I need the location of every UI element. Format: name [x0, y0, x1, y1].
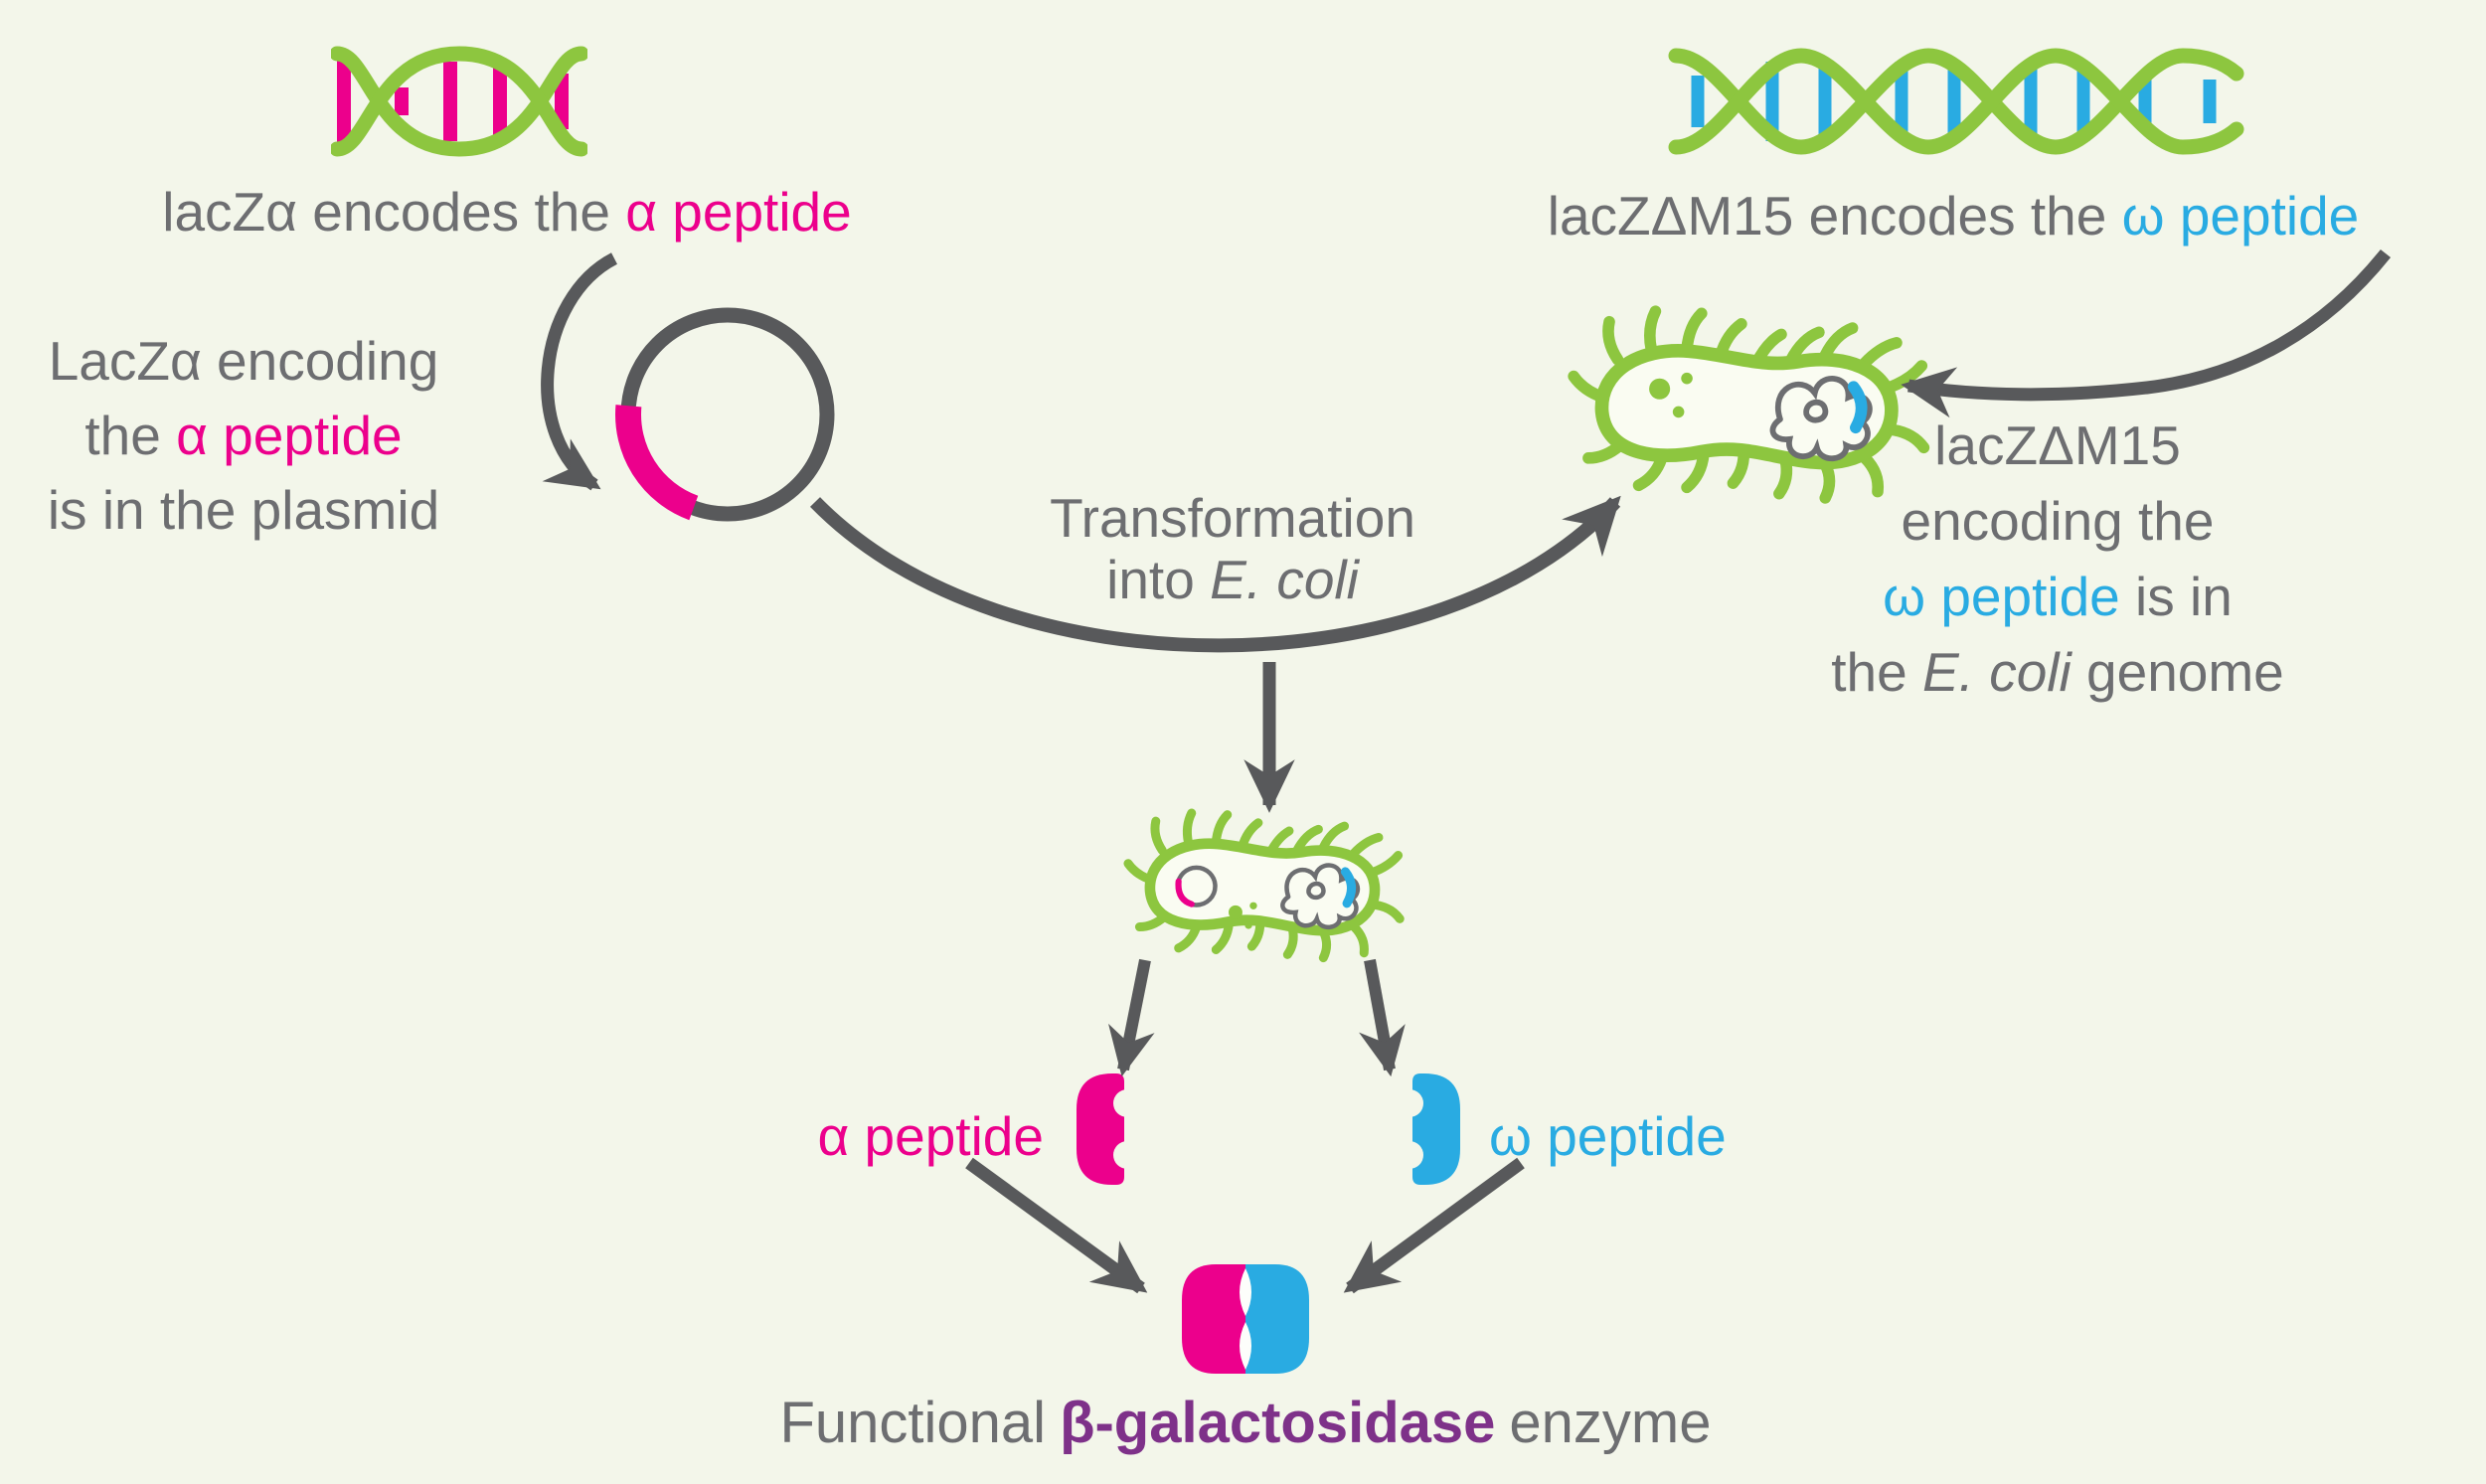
cell-granule: [1672, 406, 1685, 418]
alpha-peptide-label: α peptide: [817, 1105, 1044, 1167]
plasmid-label-line2: the α peptide: [84, 405, 403, 466]
alpha-peptide-shape: [1077, 1073, 1141, 1185]
genome-label-line1: lacZΔM15: [1934, 414, 2181, 476]
beta-galactosidase-enzyme-shape: [1182, 1264, 1309, 1374]
laczdm15-caption-prefix: lacZΔM15 encodes the: [1547, 185, 2122, 247]
dna-helix-laczdm15: [1668, 48, 2244, 155]
lacz-alpha-caption-prefix: lacZα encodes the: [162, 181, 626, 243]
omega-peptide-shape: [1396, 1073, 1460, 1185]
alpha-peptide-highlight: α peptide: [176, 405, 403, 466]
cell-granule: [1681, 372, 1693, 385]
transformation-label-line2: into E. coli: [1106, 549, 1359, 610]
transformation-label: Transformation into E. coli: [979, 487, 1486, 610]
alpha-peptide-highlight: α peptide: [625, 181, 852, 243]
cell-granule: [1249, 902, 1257, 909]
plasmid-pointer-arrow: [541, 252, 618, 491]
transformation-label-line1: Transformation: [1050, 487, 1415, 549]
lacz-alpha-gene-segment: [615, 405, 699, 521]
cell-granule: [1649, 378, 1671, 400]
cell-granule: [1229, 905, 1243, 919]
interface-lens: [1240, 1268, 1251, 1316]
alpha-half: [1182, 1264, 1245, 1374]
omega-peptide-label: ω peptide: [1489, 1105, 1727, 1167]
plasmid-diagram: [615, 307, 835, 522]
alpha-peptide-output-arrow: [1108, 958, 1155, 1077]
omega-peptide-highlight: ω peptide: [1883, 566, 2120, 627]
plasmid-label-line3: is in the plasmid: [47, 479, 440, 541]
dna-helix-lacz-alpha: [331, 46, 587, 157]
caption-suffix: enzyme: [1509, 1391, 1712, 1455]
omega-half: [1245, 1264, 1309, 1374]
lacz-alpha-gene-segment: [1175, 878, 1195, 907]
lacz-alpha-caption: lacZα encodes the α peptide: [60, 179, 954, 245]
omega-peptide-highlight: ω peptide: [2121, 185, 2360, 247]
caption-prefix: Functional: [779, 1391, 1047, 1455]
genome-label: lacZΔM15 encoding the ω peptide is in th…: [1799, 408, 2316, 710]
e-coli-species-name: E. coli: [1210, 549, 1359, 610]
e-coli-bacterium-transformed: [1113, 795, 1407, 974]
e-coli-bacterium-host: [1555, 288, 1932, 519]
plasmid-label-line1: LacZα encoding: [48, 330, 439, 392]
beta-galactosidase-highlight: β-galactosidase: [1060, 1391, 1496, 1455]
genome-label-line4: the E. coli genome: [1831, 641, 2284, 703]
e-coli-species-name: E. coli: [1921, 641, 2072, 703]
genome-label-line3: ω peptide is in: [1883, 566, 2233, 627]
plasmid-label: LacZα encoding the α peptide is in the p…: [0, 324, 487, 548]
genome-pointer-arrow: [1901, 248, 2392, 418]
cell-granule: [1244, 921, 1252, 929]
interface-lens: [1240, 1322, 1251, 1370]
genome-label-line2: encoding the: [1901, 490, 2215, 552]
omega-peptide-output-arrow: [1359, 958, 1406, 1077]
laczdm15-caption: lacZΔM15 encodes the ω peptide: [1456, 183, 2450, 248]
